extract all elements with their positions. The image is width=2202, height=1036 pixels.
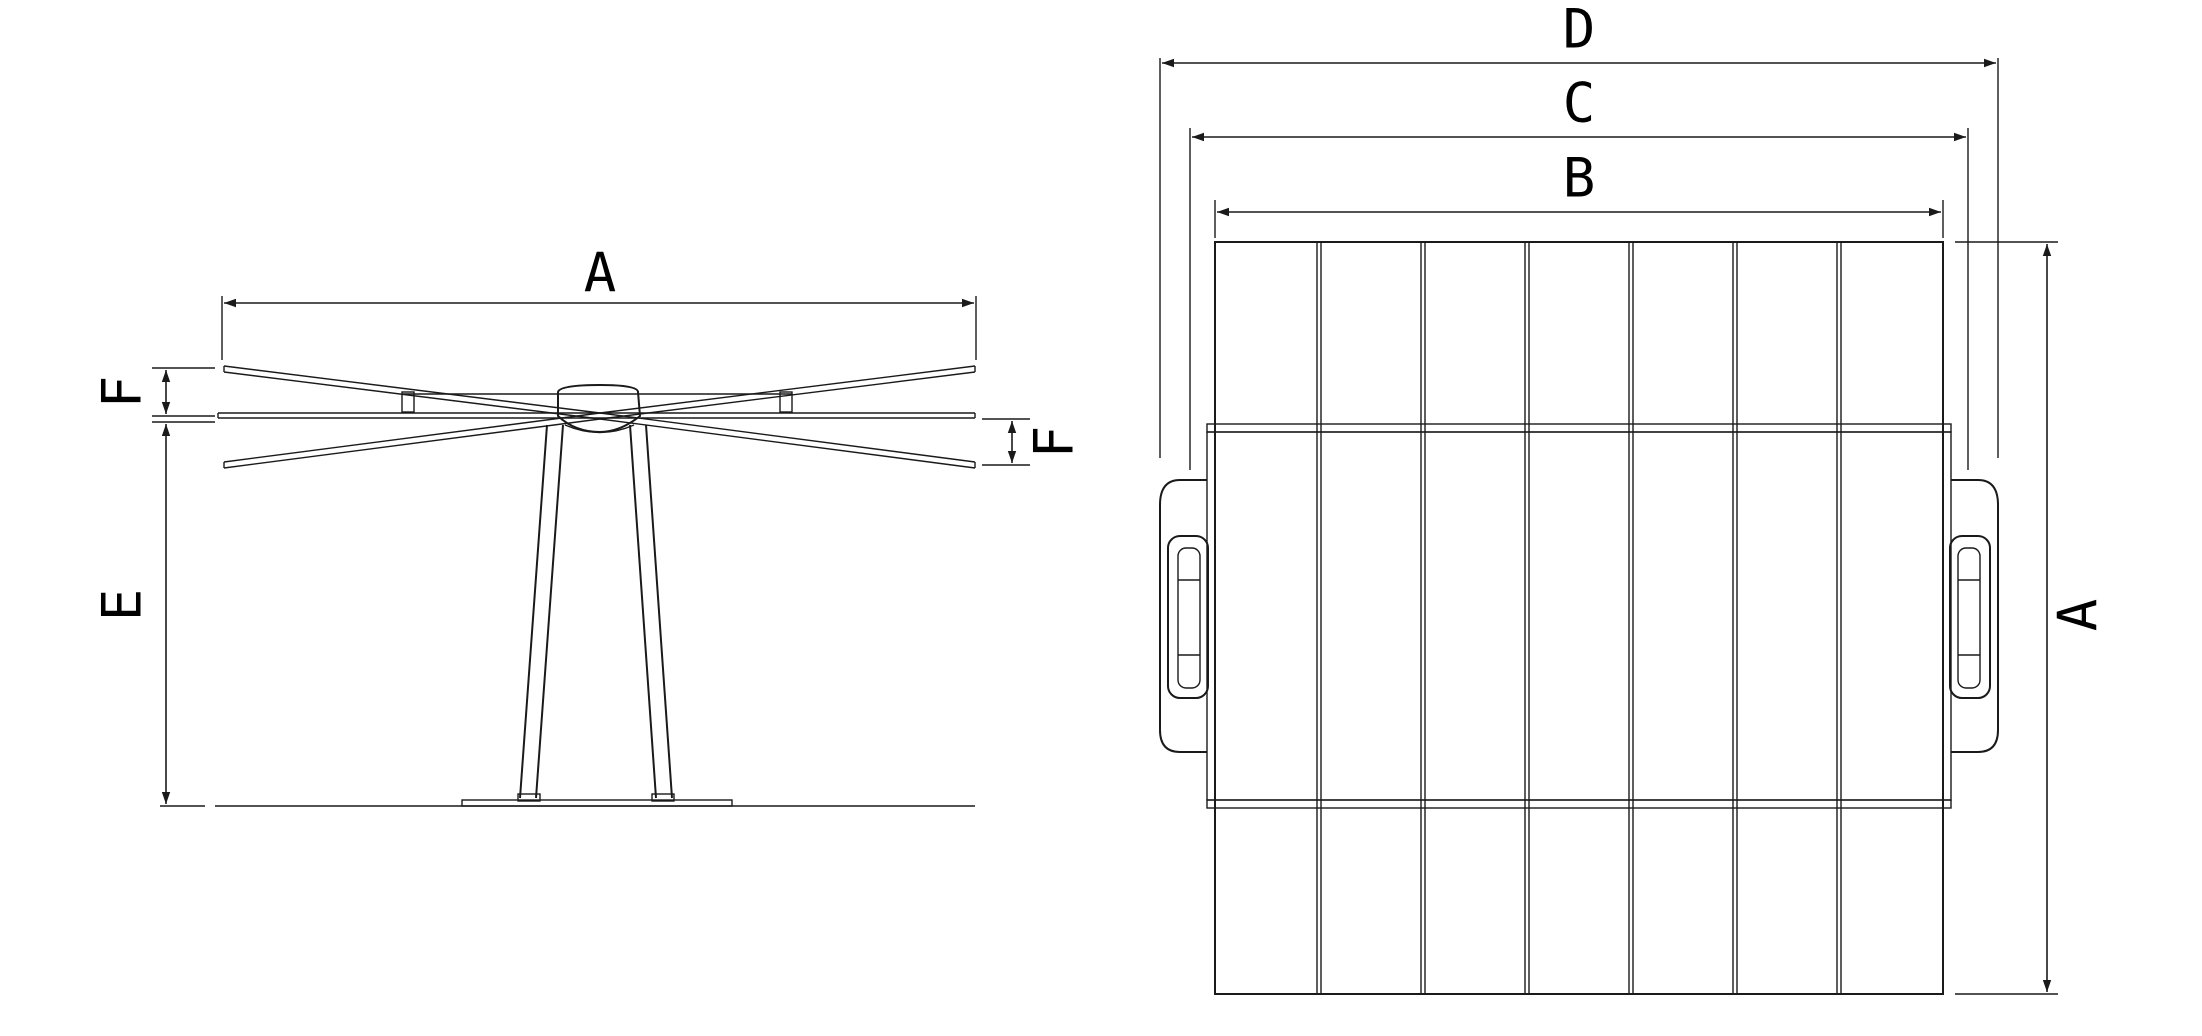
arm-upper-right xyxy=(599,365,976,420)
leg-left xyxy=(519,424,564,799)
panel-dividers xyxy=(1316,242,1842,994)
hub xyxy=(557,383,642,434)
hub-lower xyxy=(564,424,635,434)
side-view: A F E F xyxy=(91,242,1086,807)
arm-upper-left xyxy=(223,365,601,420)
motor-housing-right xyxy=(1949,479,1999,753)
dim-a-label: A xyxy=(584,242,617,305)
leg-right xyxy=(629,424,673,799)
cross-beam-bottom xyxy=(1206,799,1952,809)
arm-lower-left xyxy=(223,412,601,469)
dim-f1-label: F xyxy=(91,376,154,409)
base-foot-left xyxy=(517,793,541,802)
dim-e-label: E xyxy=(91,589,154,622)
dim-f2-label: F xyxy=(1023,426,1086,459)
carriage-right xyxy=(779,391,793,413)
dim-d-label: D xyxy=(1563,0,1596,61)
carriage-left xyxy=(401,391,415,413)
base-foot-right xyxy=(651,793,675,802)
dim-b-label: B xyxy=(1563,147,1596,210)
top-view: D C B A xyxy=(1159,0,2110,995)
motor-housing-left xyxy=(1159,479,1209,753)
base-plate xyxy=(461,799,733,807)
dim-c-label: C xyxy=(1563,72,1596,135)
frame-box xyxy=(1206,431,1952,801)
cross-beam-top xyxy=(1206,423,1952,433)
arm-lower-right xyxy=(599,412,976,469)
panel-outline xyxy=(1214,241,1944,995)
dim-a2-label: A xyxy=(2047,599,2110,632)
